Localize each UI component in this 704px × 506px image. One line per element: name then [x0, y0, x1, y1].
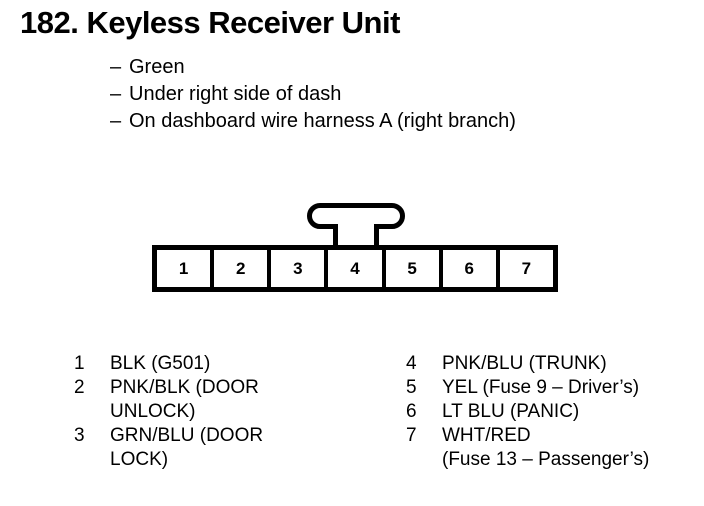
pin-number: 4	[406, 353, 417, 374]
connector-pin-1: 1	[157, 250, 215, 287]
note-text: Under right side of dash	[129, 83, 342, 105]
pin-legend-row: 5 YEL (Fuse 9 – Driver’s)	[406, 376, 704, 400]
connector-pin-7: 7	[521, 258, 532, 278]
connector-pin-3: 3	[271, 250, 329, 287]
pin-description: BLK (G501)	[110, 353, 211, 374]
pin-description: WHT/RED	[442, 425, 531, 446]
note-item: – On dashboard wire harness A (right bra…	[110, 108, 670, 135]
connector-pin-6: 6	[443, 250, 500, 287]
pin-number: 1	[74, 353, 85, 374]
pin-number: 2	[74, 377, 85, 398]
pin-legend-row: 6 LT BLU (PANIC)	[406, 400, 704, 424]
pin-legend-left-column: 1 BLK (G501) 2 PNK/BLK (DOOR UNLOCK) 3 G…	[74, 352, 404, 472]
connector-pin-strip: 1 2 3 4 5 6 7	[152, 245, 558, 292]
pin-description: GRN/BLU (DOOR	[110, 425, 264, 446]
pin-legend-row: 3 GRN/BLU (DOOR	[74, 424, 404, 448]
dash-icon: –	[110, 56, 122, 78]
dash-icon: –	[110, 110, 122, 132]
connector-diagram: 1 2 3 4 5 6 7	[152, 203, 562, 295]
pin-description-continued: (Fuse 13 – Passenger’s)	[442, 449, 650, 470]
note-text: Green	[129, 56, 185, 78]
pin-legend-right-column: 4 PNK/BLU (TRUNK) 5 YEL (Fuse 9 – Driver…	[406, 352, 704, 472]
pin-legend-row: 7 WHT/RED	[406, 424, 704, 448]
note-item: – Green	[110, 54, 670, 81]
pin-number: 6	[406, 401, 417, 422]
connector-pin-2: 2	[214, 250, 272, 287]
pin-legend-row: 4 PNK/BLU (TRUNK)	[406, 352, 704, 376]
page-title: 182. Keyless Receiver Unit	[20, 5, 400, 40]
connector-pin-5: 5	[386, 250, 443, 287]
pin-description-continued: LOCK)	[110, 449, 169, 470]
pin-number: 5	[406, 377, 417, 398]
pin-number: 7	[406, 425, 417, 446]
dash-icon: –	[110, 83, 122, 105]
pin-number: 3	[74, 425, 85, 446]
pin-description: LT BLU (PANIC)	[442, 401, 580, 422]
pin-description-continued: UNLOCK)	[110, 401, 196, 422]
connector-latch-joint	[338, 224, 374, 230]
pin-legend: 1 BLK (G501) 2 PNK/BLK (DOOR UNLOCK) 3 G…	[0, 352, 704, 502]
pin-description: PNK/BLK (DOOR	[110, 377, 259, 398]
note-item: – Under right side of dash	[110, 81, 670, 108]
connector-pin-4: 4	[328, 250, 386, 287]
pin-description: YEL (Fuse 9 – Driver’s)	[442, 377, 640, 398]
pin-description: PNK/BLU (TRUNK)	[442, 353, 607, 374]
pin-legend-row: 2 PNK/BLK (DOOR	[74, 376, 404, 400]
notes-list: – Green – Under right side of dash – On …	[110, 54, 670, 135]
pin-legend-row: 1 BLK (G501)	[74, 352, 404, 376]
note-text: On dashboard wire harness A (right branc…	[129, 110, 516, 132]
